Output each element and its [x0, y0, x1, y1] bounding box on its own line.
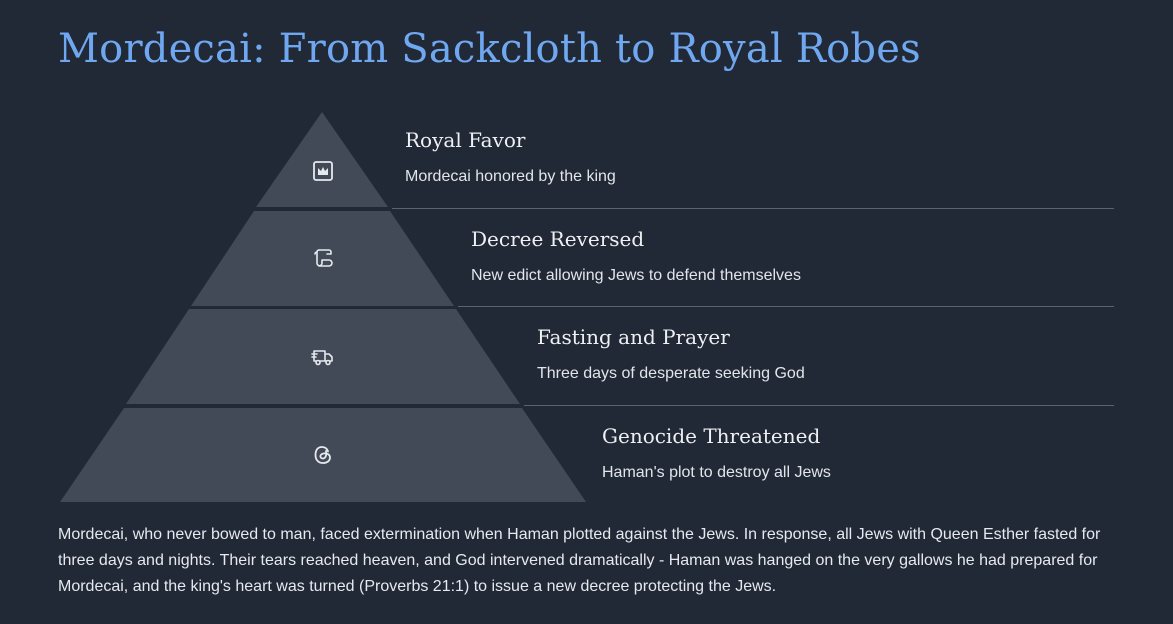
level-title: Fasting and Prayer [537, 325, 730, 349]
level-description: Mordecai honored by the king [405, 168, 616, 185]
level-title: Decree Reversed [471, 227, 645, 251]
level-description: New edict allowing Jews to defend themse… [471, 267, 801, 284]
level-description: Haman's plot to destroy all Jews [602, 464, 831, 481]
level-fasting-and-prayer: Fasting and Prayer Three days of despera… [537, 325, 805, 383]
pyramid-tier-royal-favor [256, 112, 388, 207]
crown-icon [313, 161, 333, 181]
divider [458, 306, 1114, 307]
pyramid-tier-genocide-threatened [60, 408, 586, 502]
pyramid-tier-fasting-and-prayer [126, 309, 520, 404]
level-royal-favor: Royal Favor Mordecai honored by the king [405, 128, 616, 186]
divider [524, 405, 1114, 406]
page-title: Mordecai: From Sackcloth to Royal Robes [58, 26, 921, 72]
divider [392, 208, 1114, 209]
level-title: Royal Favor [405, 128, 526, 152]
summary-paragraph: Mordecai, who never bowed to man, faced … [58, 526, 1101, 595]
pyramid-tier-decree-reversed [191, 211, 454, 306]
level-description: Three days of desperate seeking God [537, 365, 805, 382]
truck-icon [311, 350, 333, 366]
scroll-icon [314, 249, 333, 267]
threads-icon [314, 446, 331, 464]
level-decree-reversed: Decree Reversed New edict allowing Jews … [471, 227, 801, 285]
level-title: Genocide Threatened [602, 424, 821, 448]
level-genocide-threatened: Genocide Threatened Haman's plot to dest… [602, 424, 831, 482]
